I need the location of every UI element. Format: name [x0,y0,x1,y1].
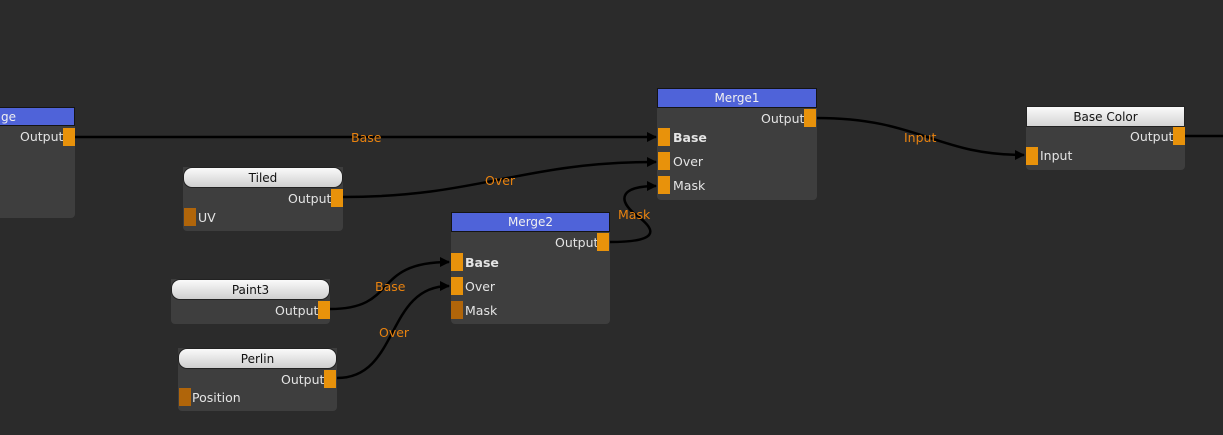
base-color-input-port[interactable] [1026,147,1038,165]
merge2-output-label: Output [555,235,599,250]
paint3-output-port[interactable] [318,301,330,319]
wire-paint3-to-merge2-base [329,257,450,311]
wire-label-over-mid: Over [379,325,410,340]
merge1-node[interactable]: Merge1 Output Base Over Mask [657,88,817,200]
merge2-over-port[interactable] [451,277,463,295]
wire-label-over-top: Over [485,173,516,188]
wire-label-base-top: Base [351,130,382,145]
base-color-output-port[interactable] [1173,127,1185,145]
merge1-mask-label: Mask [673,178,706,193]
paint3-title: Paint3 [171,279,330,300]
tiled-node[interactable]: Tiled Output UV [183,167,343,231]
merge1-over-port[interactable] [658,152,670,170]
image-node[interactable]: ge Output [0,107,75,218]
merge2-base-port[interactable] [451,253,463,271]
image-output-port[interactable] [63,128,75,146]
merge1-base-port[interactable] [658,128,670,146]
merge1-title: Merge1 [657,88,817,108]
merge2-mask-port[interactable] [451,301,463,319]
merge2-over-label: Over [465,279,496,294]
image-node-title: ge [0,107,75,126]
tiled-uv-port[interactable] [184,208,196,226]
base-color-node[interactable]: Base Color Output Input [1026,106,1185,170]
merge2-output-port[interactable] [597,233,609,251]
image-output-label: Output [20,129,64,144]
tiled-uv-label: UV [198,210,216,225]
perlin-position-label: Position [192,390,241,405]
wire-merge2-to-merge1-mask [609,181,657,244]
wire-label-mask: Mask [618,207,651,222]
perlin-output-label: Output [281,372,325,387]
wire-perlin-to-merge2-over [336,281,450,380]
perlin-node[interactable]: Perlin Output Position [178,348,337,411]
tiled-title: Tiled [183,167,343,188]
tiled-output-port[interactable] [331,189,343,207]
perlin-output-port[interactable] [324,370,336,388]
wire-label-base-mid: Base [375,279,406,294]
perlin-position-port[interactable] [179,388,191,406]
wire-tiled-to-merge1-over [342,157,657,199]
merge1-over-label: Over [673,154,704,169]
paint3-output-label: Output [275,303,319,318]
merge1-output-label: Output [761,111,805,126]
wire-label-input: Input [904,130,937,145]
wire-merge1-to-base-color-input [815,116,1025,160]
tiled-output-label: Output [288,191,332,206]
merge2-title: Merge2 [451,212,610,232]
merge1-base-label: Base [673,130,707,145]
paint3-node[interactable]: Paint3 Output [171,279,330,324]
merge1-mask-port[interactable] [658,176,670,194]
merge1-output-port[interactable] [804,109,816,127]
merge2-node[interactable]: Merge2 Output Base Over Mask [451,212,610,324]
merge2-mask-label: Mask [465,303,498,318]
perlin-title: Perlin [178,348,337,369]
base-color-input-label: Input [1040,148,1073,163]
base-color-title: Base Color [1026,106,1185,127]
base-color-output-label: Output [1130,129,1174,144]
merge2-base-label: Base [465,255,499,270]
